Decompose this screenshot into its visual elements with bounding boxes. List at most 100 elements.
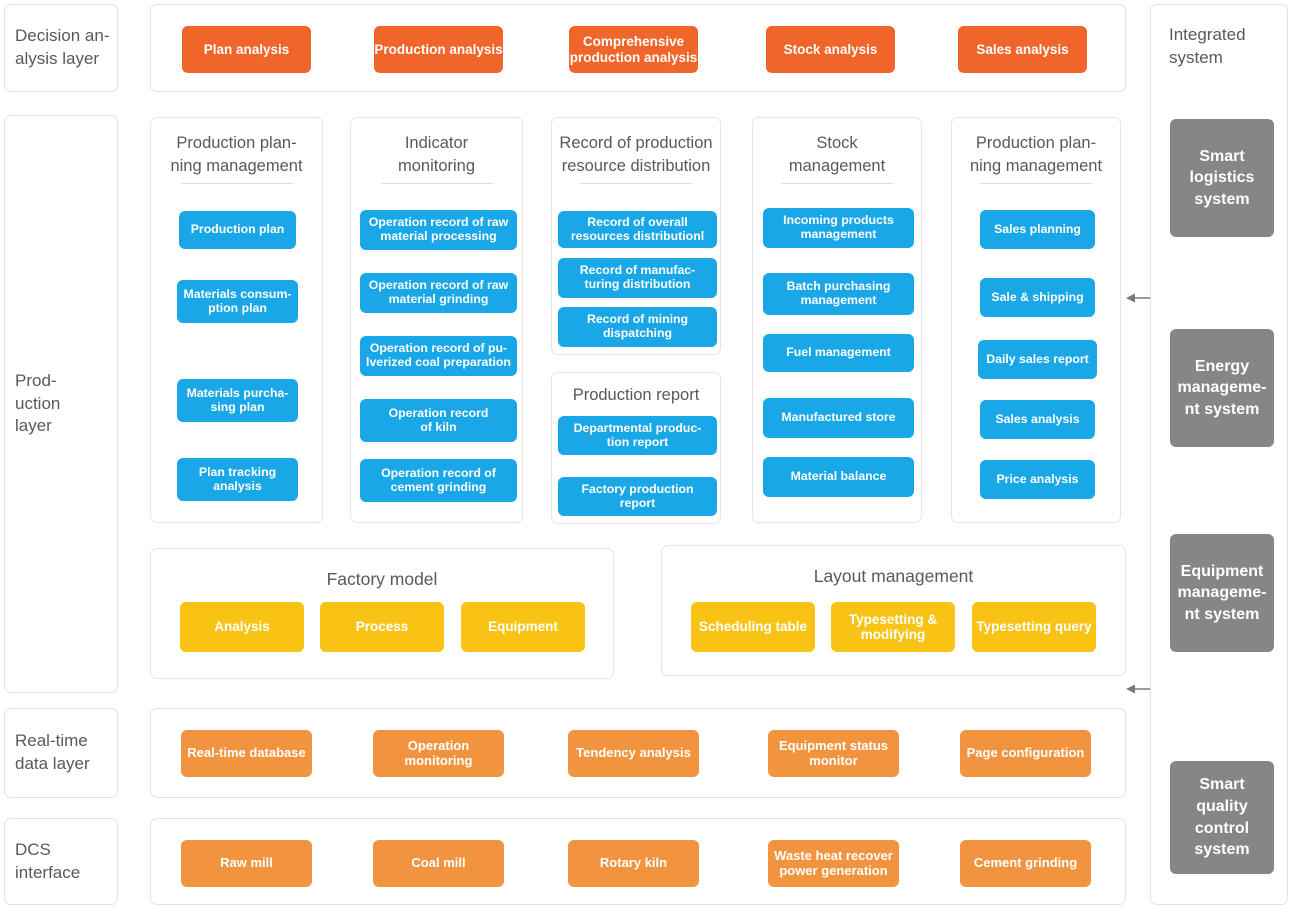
stock-button-fuel-management[interactable]: Fuel management bbox=[763, 334, 914, 372]
button-label: Operation record of pu- lverized coal pr… bbox=[366, 341, 511, 369]
button-label: Raw mill bbox=[220, 855, 273, 871]
button-label: Operation record of cement grinding bbox=[381, 465, 496, 494]
decision-button-sales-analysis[interactable]: Sales analysis bbox=[958, 26, 1087, 73]
record-button-mining-dispatching[interactable]: Record of mining dispatching bbox=[558, 307, 717, 347]
button-label: Scheduling table bbox=[698, 619, 807, 635]
record-button-manufacturing-distribution[interactable]: Record of manufac- turing distribution bbox=[558, 258, 717, 298]
button-label: Rotary kiln bbox=[599, 855, 668, 871]
realtime-button-equipment-status-monitor[interactable]: Equipment status monitor bbox=[768, 730, 899, 777]
title-divider bbox=[580, 182, 692, 184]
card-stock-management: Stock management Incoming products manag… bbox=[752, 117, 922, 523]
button-label: Page configuration bbox=[966, 745, 1085, 761]
card-title: Stock management bbox=[788, 134, 886, 175]
button-label: Cement grinding bbox=[973, 855, 1078, 871]
button-label: Daily sales report bbox=[986, 351, 1089, 366]
decision-button-comprehensive-production-analysis[interactable]: Comprehensive production analysis bbox=[569, 26, 698, 73]
factory-button-equipment[interactable]: Equipment bbox=[461, 602, 585, 652]
stock-button-manufactured-store[interactable]: Manufactured store bbox=[763, 398, 914, 438]
realtime-button-real-time-database[interactable]: Real-time database bbox=[181, 730, 312, 777]
integrated-button-energy-management-system[interactable]: Energy manageme- nt system bbox=[1170, 329, 1274, 447]
stock-button-batch-purchasing-management[interactable]: Batch purchasing management bbox=[763, 273, 914, 315]
button-label: Sales planning bbox=[994, 221, 1081, 236]
layer-label-realtime-text: Real-time data layer bbox=[15, 731, 90, 773]
integrated-button-equipment-management-system[interactable]: Equipment manageme- nt system bbox=[1170, 534, 1274, 652]
dcs-button-waste-heat-recover-power-generation[interactable]: Waste heat recover power generation bbox=[768, 840, 899, 887]
record-button-overall-resources-distribution[interactable]: Record of overall resources distribution… bbox=[558, 211, 717, 248]
title-divider bbox=[781, 182, 893, 184]
button-label: Equipment status monitor bbox=[778, 737, 889, 768]
card-title: Indicator monitoring bbox=[397, 134, 476, 175]
sales-button-sales-analysis[interactable]: Sales analysis bbox=[980, 400, 1095, 439]
button-label: Equipment manageme- nt system bbox=[1177, 562, 1267, 623]
dcs-interface-panel: Raw mill Coal mill Rotary kiln Waste hea… bbox=[150, 818, 1126, 905]
prod-button-plan-tracking-analysis[interactable]: Plan tracking analysis bbox=[177, 458, 298, 501]
decision-button-plan-analysis[interactable]: Plan analysis bbox=[182, 26, 311, 73]
factory-button-process[interactable]: Process bbox=[320, 602, 444, 652]
indicator-button-pulverized-coal-preparation[interactable]: Operation record of pu- lverized coal pr… bbox=[360, 336, 517, 376]
report-button-departmental-production-report[interactable]: Departmental produc- tion report bbox=[558, 416, 717, 455]
button-label: Analysis bbox=[214, 619, 270, 635]
arrow-left-lower bbox=[1126, 682, 1152, 694]
layer-label-dcs: DCS interface bbox=[4, 818, 118, 905]
indicator-button-cement-grinding[interactable]: Operation record of cement grinding bbox=[360, 459, 517, 502]
decision-button-stock-analysis[interactable]: Stock analysis bbox=[766, 26, 895, 73]
report-button-factory-production-report[interactable]: Factory production report bbox=[558, 477, 717, 516]
layer-label-decision: Decision an- alysis layer bbox=[4, 4, 118, 92]
decision-button-label: Production analysis bbox=[374, 41, 503, 57]
button-label: Typesetting & modifying bbox=[848, 611, 938, 642]
button-label: Plan tracking analysis bbox=[198, 464, 277, 493]
layout-button-typesetting-query[interactable]: Typesetting query bbox=[972, 602, 1096, 652]
card-layout-management: Layout management Scheduling table Types… bbox=[661, 545, 1126, 676]
layer-label-decision-text: Decision an- alysis layer bbox=[15, 26, 110, 68]
button-label: Operation record of raw material grindin… bbox=[368, 278, 509, 306]
integrated-system-title: Integrated system bbox=[1169, 25, 1246, 68]
sales-button-daily-sales-report[interactable]: Daily sales report bbox=[978, 340, 1097, 379]
layout-button-scheduling-table[interactable]: Scheduling table bbox=[691, 602, 815, 652]
button-label: Operation record of kiln bbox=[388, 405, 489, 434]
realtime-button-page-configuration[interactable]: Page configuration bbox=[960, 730, 1091, 777]
prod-button-materials-consumption-plan[interactable]: Materials consum- ption plan bbox=[177, 280, 298, 323]
dcs-button-coal-mill[interactable]: Coal mill bbox=[373, 840, 504, 887]
card-title: Record of production resource distributi… bbox=[559, 134, 713, 175]
button-label: Sales analysis bbox=[995, 411, 1080, 426]
card-title: Factory model bbox=[326, 569, 438, 589]
layer-label-realtime: Real-time data layer bbox=[4, 708, 118, 798]
dcs-button-rotary-kiln[interactable]: Rotary kiln bbox=[568, 840, 699, 887]
decision-button-label: Sales analysis bbox=[976, 41, 1069, 57]
card-indicator-monitoring: Indicator monitoring Operation record of… bbox=[350, 117, 523, 523]
sales-button-price-analysis[interactable]: Price analysis bbox=[980, 460, 1095, 499]
factory-button-analysis[interactable]: Analysis bbox=[180, 602, 304, 652]
integrated-button-smart-quality-control-system[interactable]: Smart quality control system bbox=[1170, 761, 1274, 874]
realtime-button-operation-monitoring[interactable]: Operation monitoring bbox=[373, 730, 504, 777]
indicator-button-raw-material-grinding[interactable]: Operation record of raw material grindin… bbox=[360, 273, 517, 313]
card-title: Layout management bbox=[813, 566, 974, 586]
stock-button-material-balance[interactable]: Material balance bbox=[763, 457, 914, 497]
button-label: Manufactured store bbox=[781, 410, 896, 425]
prod-button-production-plan[interactable]: Production plan bbox=[179, 211, 296, 249]
realtime-button-tendency-analysis[interactable]: Tendency analysis bbox=[568, 730, 699, 777]
title-divider bbox=[180, 182, 293, 184]
decision-button-production-analysis[interactable]: Production analysis bbox=[374, 26, 503, 73]
card-title: Production plan- ning management bbox=[969, 134, 1103, 175]
stock-button-incoming-products-management[interactable]: Incoming products management bbox=[763, 208, 914, 248]
button-label: Incoming products management bbox=[783, 213, 894, 241]
card-factory-model: Factory model Analysis Process Equipment bbox=[150, 548, 614, 679]
button-label: Materials consum- ption plan bbox=[183, 286, 292, 315]
sales-button-sale-and-shipping[interactable]: Sale & shipping bbox=[980, 278, 1095, 317]
button-label: Coal mill bbox=[411, 855, 466, 871]
dcs-button-cement-grinding[interactable]: Cement grinding bbox=[960, 840, 1091, 887]
integrated-button-smart-logistics-system[interactable]: Smart logistics system bbox=[1170, 119, 1274, 237]
button-label: Waste heat recover power generation bbox=[774, 847, 893, 878]
button-label: Production plan bbox=[190, 222, 285, 237]
indicator-button-kiln[interactable]: Operation record of kiln bbox=[360, 399, 517, 442]
layer-label-dcs-text: DCS interface bbox=[15, 839, 81, 882]
button-label: Operation record of raw material process… bbox=[368, 215, 509, 243]
button-label: Departmental produc- tion report bbox=[573, 420, 702, 449]
button-label: Equipment bbox=[488, 619, 558, 635]
layout-button-typesetting-modifying[interactable]: Typesetting & modifying bbox=[831, 602, 955, 652]
decision-analysis-panel: Plan analysis Production analysis Compre… bbox=[150, 4, 1126, 92]
indicator-button-raw-material-processing[interactable]: Operation record of raw material process… bbox=[360, 210, 517, 250]
sales-button-sales-planning[interactable]: Sales planning bbox=[980, 210, 1095, 249]
dcs-button-raw-mill[interactable]: Raw mill bbox=[181, 840, 312, 887]
prod-button-materials-purchasing-plan[interactable]: Materials purcha- sing plan bbox=[177, 379, 298, 422]
